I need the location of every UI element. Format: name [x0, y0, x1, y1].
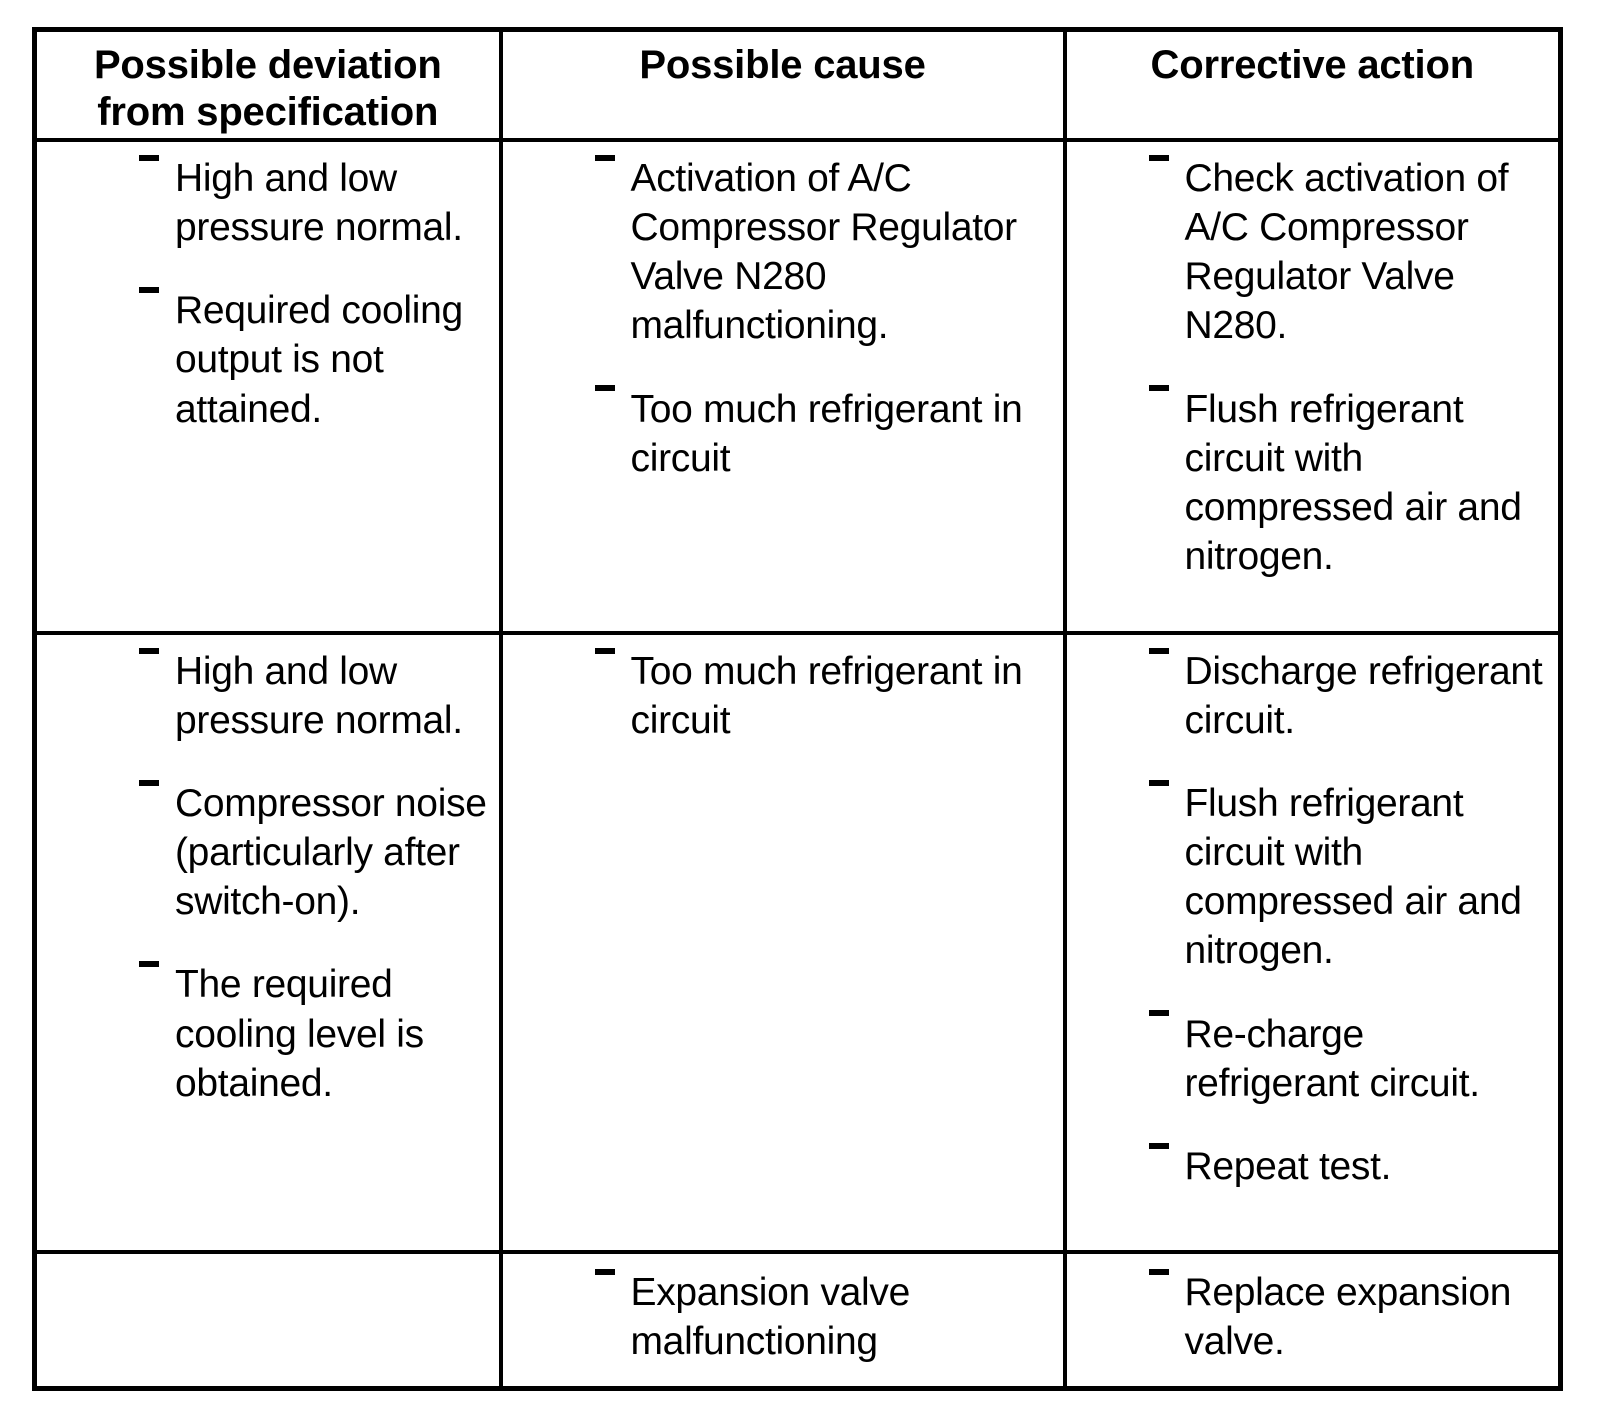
list-item-text: High and low pressure normal. — [175, 157, 463, 250]
list-item: Flush refrigerant circuit with compresse… — [1145, 385, 1549, 582]
dash-bullet-icon — [1148, 647, 1169, 654]
list-item-text: Discharge refrigerant circuit. — [1184, 649, 1543, 742]
table-body: High and low pressure normal. Required c… — [32, 138, 1563, 1391]
cell-deviation: High and low pressure normal. Compressor… — [32, 630, 503, 1254]
column-header-line1: Possible deviation — [93, 43, 442, 87]
table-header: Possible deviation from specification Po… — [32, 27, 1563, 142]
list-item-text: High and low pressure normal. — [175, 649, 463, 742]
list-item-text: Too much refrigerant in circuit — [630, 649, 1023, 742]
list-item-text: The required cooling level is obtained. — [175, 963, 424, 1105]
list-item: Check activation of A/C Compressor Regul… — [1145, 154, 1549, 351]
column-header-line1: Corrective action — [1150, 43, 1475, 87]
table-row: High and low pressure normal. Required c… — [32, 138, 1563, 635]
dash-bullet-icon — [594, 1268, 615, 1275]
list-item: Activation of A/C Compressor Regulator V… — [591, 154, 1053, 351]
list-item: Expansion valve malfunctioning — [591, 1268, 1053, 1366]
dash-bullet-icon — [1148, 779, 1169, 786]
list-item: Re-charge refrigerant circuit. — [1145, 1010, 1549, 1108]
dash-bullet-icon — [139, 961, 159, 968]
list-item: High and low pressure normal. — [135, 154, 489, 252]
dash-bullet-icon — [1148, 1142, 1169, 1149]
cell-deviation: High and low pressure normal. Required c… — [32, 138, 503, 635]
list-item-text: Repeat test. — [1184, 1144, 1392, 1188]
column-header-line2: from specification — [97, 90, 439, 135]
header-row: Possible deviation from specification Po… — [32, 27, 1563, 142]
list-item-text: Expansion valve malfunctioning — [630, 1270, 911, 1363]
list-item-text: Activation of A/C Compressor Regulator V… — [630, 157, 1018, 348]
bullet-list-deviation: High and low pressure normal. Required c… — [135, 154, 489, 434]
dash-bullet-icon — [139, 647, 159, 654]
bullet-list-deviation: High and low pressure normal. Compressor… — [135, 647, 489, 1108]
list-item: Compressor noise (particularly after swi… — [135, 779, 489, 926]
list-item: Required cooling output is not attained. — [135, 286, 489, 433]
list-item: Too much refrigerant in circuit — [591, 385, 1053, 483]
cell-action: Replace expansion valve. — [1062, 1249, 1563, 1391]
list-item-text: Flush refrigerant circuit with compresse… — [1184, 387, 1522, 578]
dash-bullet-icon — [594, 385, 615, 392]
cell-deviation-empty — [32, 1249, 503, 1391]
bullet-list-cause: Expansion valve malfunctioning — [591, 1268, 1053, 1366]
dash-bullet-icon — [1148, 1268, 1169, 1275]
list-item-text: Too much refrigerant in circuit — [630, 387, 1023, 480]
dash-bullet-icon — [1148, 1010, 1169, 1017]
dash-bullet-icon — [1148, 385, 1169, 392]
dash-bullet-icon — [1148, 154, 1169, 161]
list-item: High and low pressure normal. — [135, 647, 489, 745]
column-header-possible-deviation: Possible deviation from specification — [32, 27, 503, 142]
list-item: Too much refrigerant in circuit — [591, 647, 1053, 745]
list-item-text: Flush refrigerant circuit with compresse… — [1184, 782, 1522, 973]
troubleshooting-table-wrapper: Possible deviation from specification Po… — [32, 27, 1563, 1391]
cell-action: Discharge refrigerant circuit. Flush ref… — [1062, 630, 1563, 1254]
bullet-list-action: Replace expansion valve. — [1145, 1268, 1549, 1366]
dash-bullet-icon — [139, 154, 159, 161]
cell-action: Check activation of A/C Compressor Regul… — [1062, 138, 1563, 635]
column-header-line1: Possible cause — [639, 43, 926, 87]
list-item: Replace expansion valve. — [1145, 1268, 1549, 1366]
table-row: Expansion valve malfunctioning Replace e… — [32, 1249, 1563, 1391]
dash-bullet-icon — [594, 154, 615, 161]
list-item-text: Compressor noise (particularly after swi… — [175, 782, 487, 924]
cell-cause: Activation of A/C Compressor Regulator V… — [498, 138, 1067, 635]
list-item: The required cooling level is obtained. — [135, 960, 489, 1107]
cell-cause: Too much refrigerant in circuit — [498, 630, 1067, 1254]
dash-bullet-icon — [139, 287, 159, 294]
list-item: Discharge refrigerant circuit. — [1145, 647, 1549, 745]
list-item-text: Check activation of A/C Compressor Regul… — [1184, 157, 1509, 348]
cell-cause: Expansion valve malfunctioning — [498, 1249, 1067, 1391]
list-item: Repeat test. — [1145, 1142, 1549, 1191]
bullet-list-cause: Activation of A/C Compressor Regulator V… — [591, 154, 1053, 483]
table-row: High and low pressure normal. Compressor… — [32, 630, 1563, 1254]
dash-bullet-icon — [594, 647, 615, 654]
column-header-corrective-action: Corrective action — [1062, 27, 1563, 142]
dash-bullet-icon — [139, 779, 159, 786]
list-item-text: Re-charge refrigerant circuit. — [1184, 1012, 1481, 1105]
list-item: Flush refrigerant circuit with compresse… — [1145, 779, 1549, 976]
column-header-possible-cause: Possible cause — [498, 27, 1067, 142]
list-item-text: Replace expansion valve. — [1184, 1270, 1512, 1363]
list-item-text: Required cooling output is not attained. — [175, 289, 463, 431]
bullet-list-action: Check activation of A/C Compressor Regul… — [1145, 154, 1549, 581]
troubleshooting-table: Possible deviation from specification Po… — [32, 27, 1563, 1391]
bullet-list-cause: Too much refrigerant in circuit — [591, 647, 1053, 745]
bullet-list-action: Discharge refrigerant circuit. Flush ref… — [1145, 647, 1549, 1191]
